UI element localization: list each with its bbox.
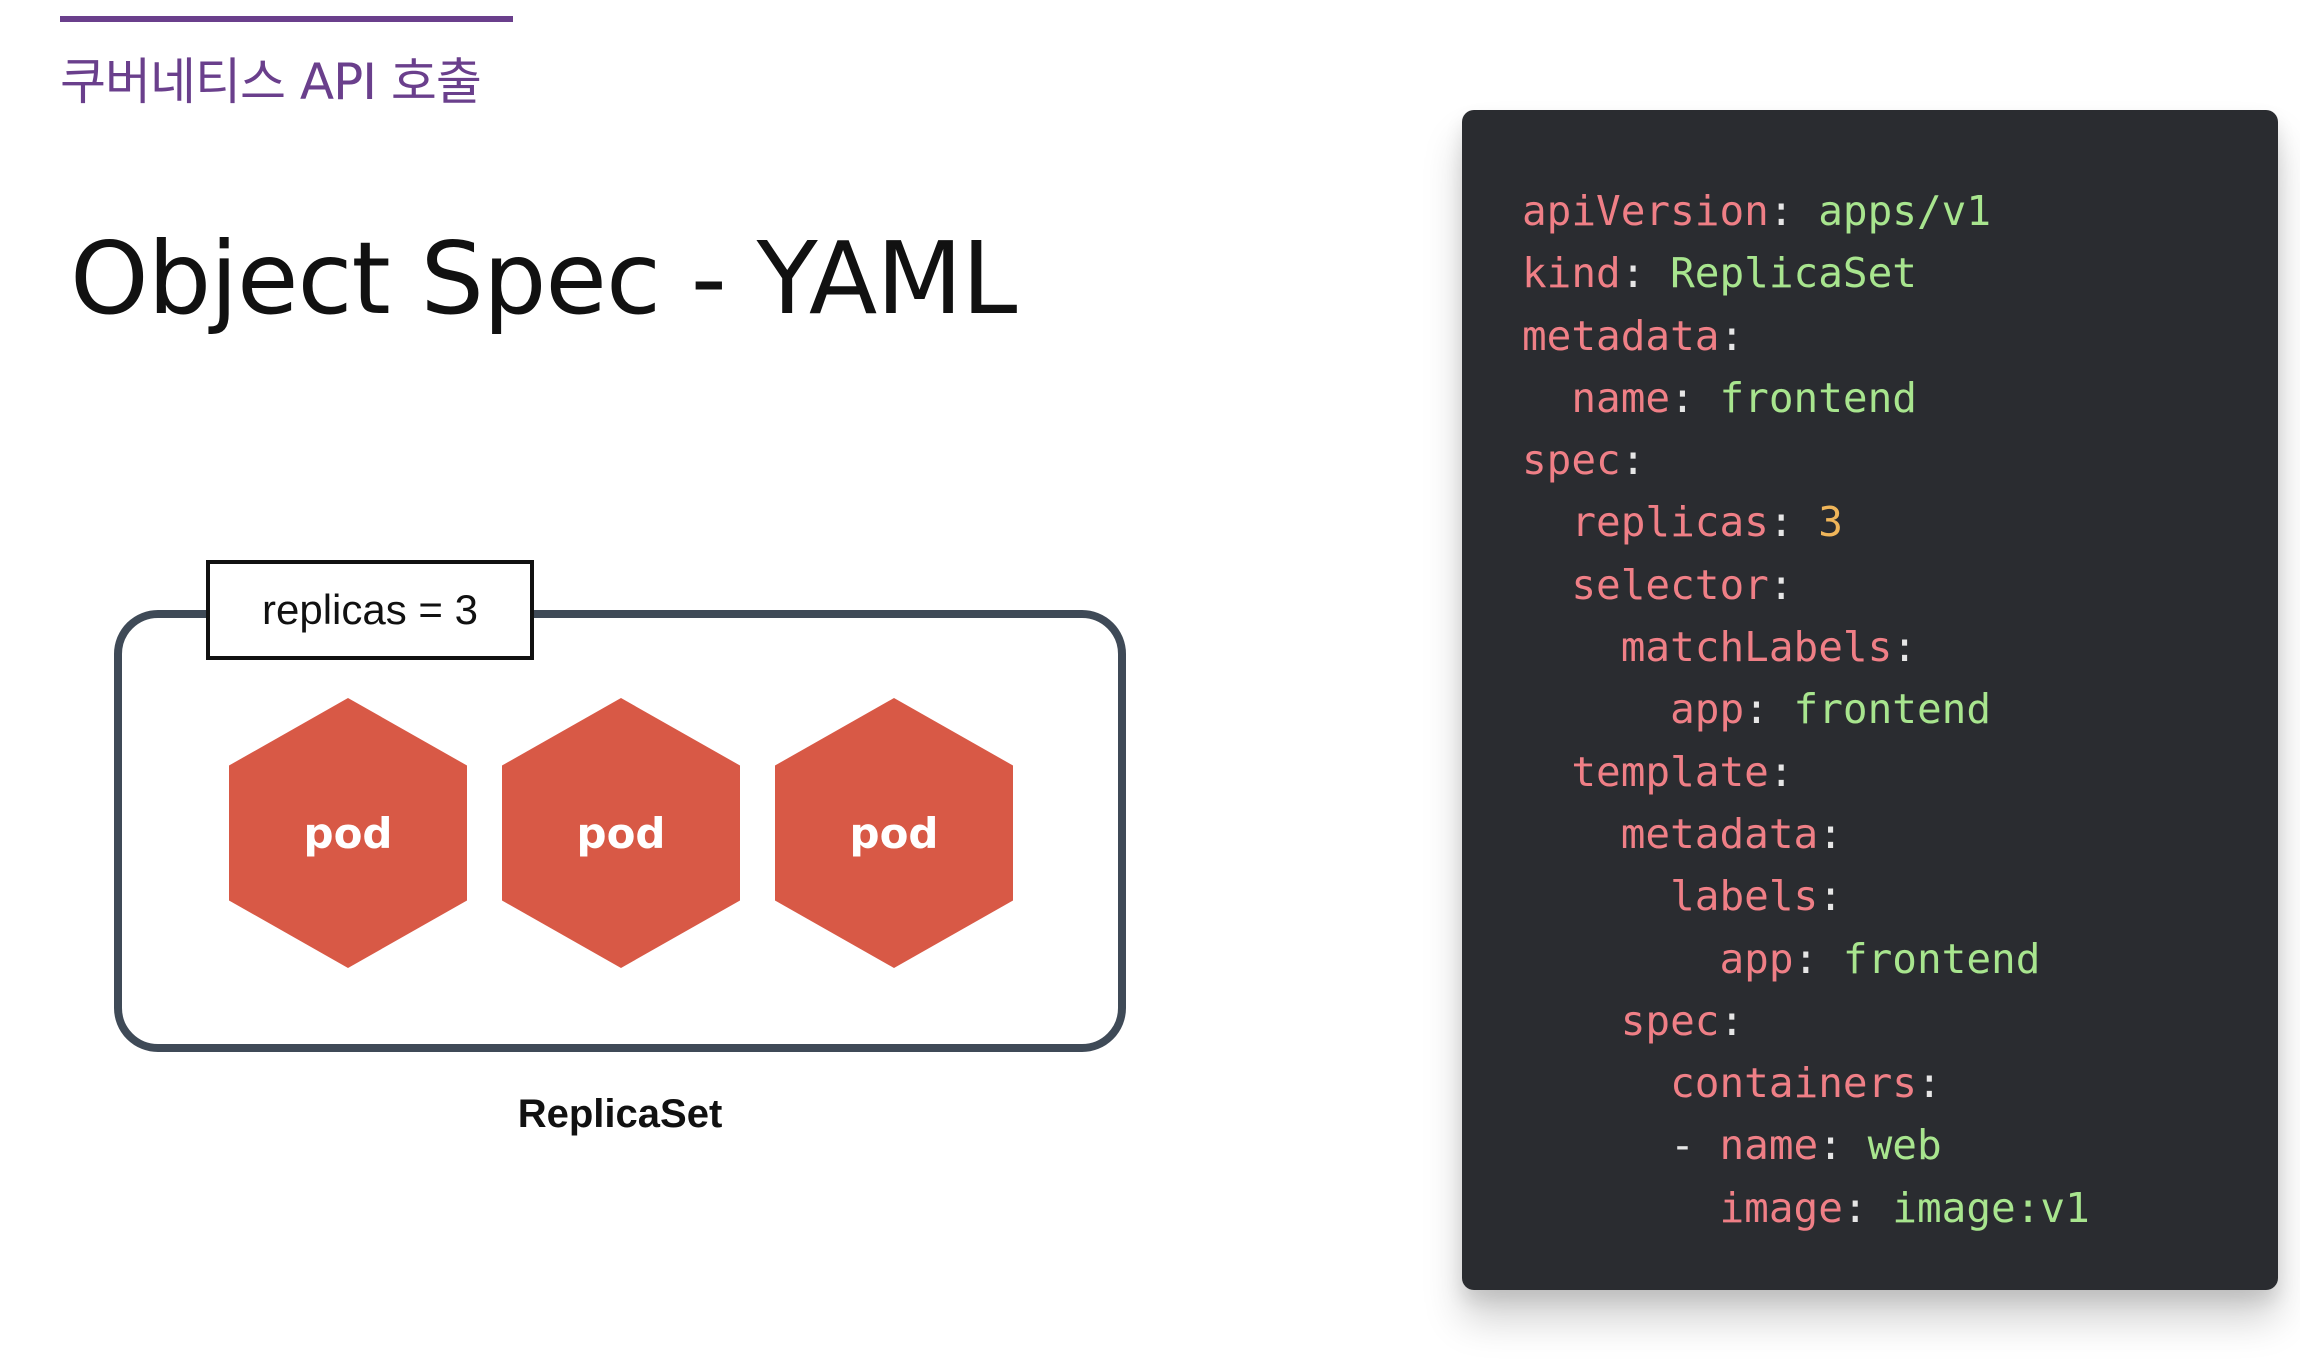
code-key: name [1571, 373, 1671, 422]
code-key: kind [1522, 249, 1621, 298]
code-indent [1522, 374, 1571, 422]
code-key: matchLabels [1620, 623, 1893, 672]
code-string-value: frontend [1842, 934, 2041, 983]
code-line: apiVersion: apps/v1 [1522, 180, 2090, 242]
code-separator: : [1818, 872, 1843, 921]
code-indent [1522, 561, 1571, 609]
code-string-value: image:v1 [1892, 1183, 2090, 1232]
code-indent [1522, 1059, 1670, 1107]
code-separator: : [1670, 373, 1720, 422]
code-line: spec: [1522, 990, 2090, 1052]
pod-label: pod [576, 808, 666, 858]
pod-label: pod [849, 808, 939, 858]
code-key: labels [1670, 872, 1819, 921]
code-key: apiVersion [1522, 187, 1769, 235]
code-list-dash: - [1670, 1121, 1720, 1170]
code-line: selector: [1522, 554, 2090, 616]
code-separator: : [1793, 934, 1843, 983]
code-line: replicas: 3 [1522, 491, 2090, 553]
code-string-value: ReplicaSet [1670, 249, 1917, 298]
code-line: containers: [1522, 1052, 2090, 1114]
code-separator: : [1818, 809, 1843, 858]
code-separator: : [1719, 996, 1745, 1045]
code-indent [1522, 997, 1621, 1045]
code-separator: : [1620, 436, 1646, 485]
pod-hexagon: pod [502, 698, 740, 968]
code-line: metadata: [1522, 305, 2090, 367]
code-key: app [1670, 685, 1745, 734]
code-separator: : [1818, 1121, 1868, 1170]
code-key: spec [1522, 436, 1621, 485]
code-separator: : [1892, 623, 1917, 672]
code-indent [1522, 623, 1621, 671]
header-rule [60, 16, 513, 22]
code-indent [1522, 935, 1719, 983]
hexagon-shape [502, 698, 740, 968]
replicaset-caption: ReplicaSet [517, 1092, 723, 1136]
code-indent [1522, 685, 1670, 733]
code-separator: : [1744, 685, 1794, 734]
code-indent [1522, 498, 1571, 546]
code-separator: : [1842, 1183, 1893, 1232]
pod-hexagon: pod [229, 698, 467, 968]
code-string-value: web [1867, 1121, 1942, 1170]
code-string-value: frontend [1719, 373, 1917, 422]
code-indent [1522, 748, 1571, 796]
code-key: replicas [1571, 498, 1769, 547]
code-line: matchLabels: [1522, 616, 2090, 678]
code-line: kind: ReplicaSet [1522, 242, 2090, 304]
code-separator: : [1768, 560, 1794, 609]
pod-label: pod [303, 808, 393, 858]
code-separator: : [1620, 249, 1671, 298]
replicas-count-tag: replicas = 3 [206, 560, 534, 660]
code-key: image [1719, 1183, 1843, 1232]
code-line: app: frontend [1522, 678, 2090, 740]
hexagon-shape [229, 698, 467, 968]
section-label: 쿠버네티스 API 호출 [60, 53, 482, 111]
hexagon-shape [775, 698, 1013, 968]
code-line: image: image:v1 [1522, 1177, 2090, 1239]
code-indent [1522, 810, 1621, 858]
code-separator: : [1916, 1059, 1942, 1108]
code-separator: : [1768, 498, 1819, 547]
code-key: metadata [1620, 809, 1819, 858]
code-key: app [1719, 934, 1794, 983]
code-indent [1522, 1121, 1670, 1169]
replicaset-diagram: replicas = 3 pod pod pod ReplicaSet [0, 0, 1200, 1200]
code-indent [1522, 872, 1670, 920]
code-line: app: frontend [1522, 928, 2090, 990]
code-line: template: [1522, 741, 2090, 803]
code-line: name: frontend [1522, 367, 2090, 429]
code-key: spec [1620, 996, 1720, 1045]
code-separator: : [1768, 747, 1794, 796]
code-key: containers [1670, 1059, 1917, 1108]
code-key: template [1571, 747, 1769, 796]
code-line: spec: [1522, 429, 2090, 491]
code-key: name [1719, 1121, 1819, 1170]
code-separator: : [1768, 187, 1819, 235]
code-key: metadata [1522, 311, 1720, 360]
pod-hexagon: pod [775, 698, 1013, 968]
code-line: labels: [1522, 865, 2090, 927]
slide-title: Object Spec - YAML [70, 220, 1017, 337]
code-number-value: 3 [1818, 498, 1843, 547]
code-string-value: apps/v1 [1818, 187, 1992, 235]
code-key: selector [1571, 560, 1769, 609]
code-line: - name: web [1522, 1114, 2090, 1176]
code-separator: : [1719, 311, 1745, 360]
code-string-value: frontend [1793, 685, 1992, 734]
code-indent [1522, 1184, 1719, 1232]
code-line: metadata: [1522, 803, 2090, 865]
